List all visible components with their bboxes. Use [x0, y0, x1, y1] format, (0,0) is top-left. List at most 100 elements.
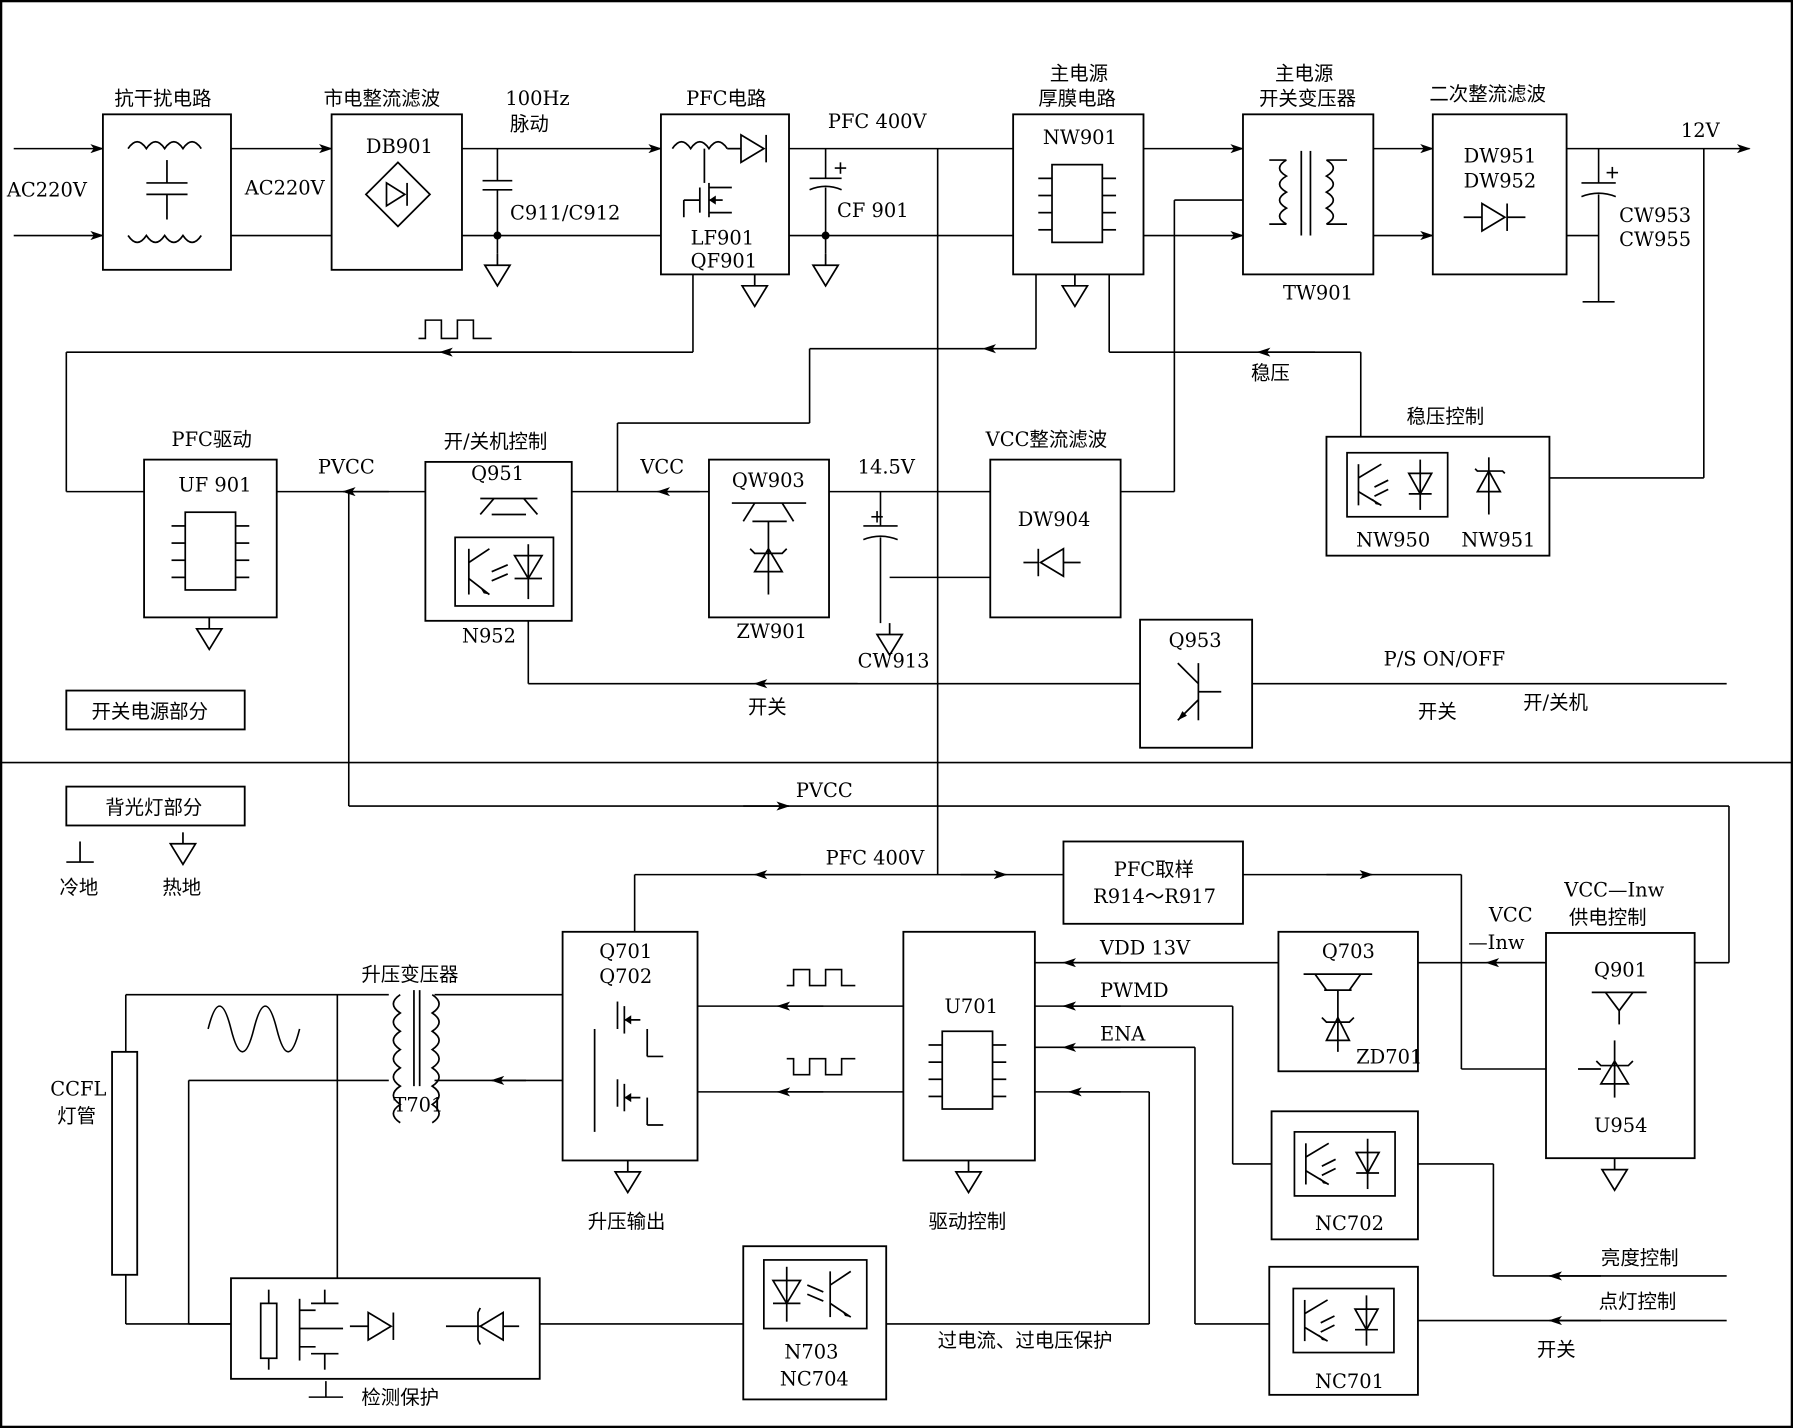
pfc-part-2: QF901: [691, 250, 757, 273]
svg-text:AC220V: AC220V: [6, 179, 88, 202]
onoff-part-1: Q951: [471, 462, 524, 485]
vcc-inw-title-2: 供电控制: [1569, 906, 1647, 929]
pfc-sample-block: PFC取样 R914～R917: [1062, 840, 1244, 925]
secondary-cap-2: CW955: [1619, 228, 1691, 251]
backlight-switch-label: 开关: [1537, 1338, 1576, 1361]
vcc-filter-block: VCC整流滤波 DW904: [985, 428, 1122, 619]
n703-block: N703 NC704: [742, 1245, 888, 1401]
q953-part: Q953: [1169, 629, 1222, 652]
switch-label-2: 开关: [748, 695, 787, 718]
svg-text:开关电源部分: 开关电源部分: [91, 700, 208, 723]
regulate-part-1: NW950: [1356, 529, 1430, 552]
boost-title: 升压变压器: [361, 963, 458, 986]
protection-label: 过电流、过电压保护: [938, 1329, 1113, 1352]
vcc-filter-part: DW904: [1018, 508, 1091, 531]
vcc-inw-block: Q901 U954: [1545, 932, 1696, 1160]
boost-part: T701: [393, 1093, 443, 1116]
zd701-part: ZD701: [1356, 1045, 1422, 1068]
pfc-title: PFC电路: [686, 87, 766, 110]
v145-label: 14.5V: [858, 455, 916, 478]
cw913-label: CW913: [858, 650, 930, 673]
q703-part: Q703: [1322, 940, 1375, 963]
pfc-sample-title: PFC取样: [1114, 858, 1194, 881]
backlight-wires: [124, 801, 1730, 1398]
nc701-part: NC701: [1315, 1370, 1384, 1393]
qw903-block: QW903 ZW901: [708, 458, 830, 643]
rectifier-part: DB901: [366, 135, 433, 158]
pulse-cap: C911/C912: [510, 202, 620, 225]
pfc-block: PFC电路 LF901 QF901: [660, 87, 790, 276]
pulse-label-1: 100Hz: [505, 87, 569, 110]
pulse-label-2: 脉动: [510, 112, 549, 135]
vcc-inw-title-1: VCC—Inw: [1563, 878, 1664, 901]
nc702-part: NC702: [1315, 1212, 1384, 1235]
ps-onoff-label: P/S ON/OFF: [1384, 647, 1505, 670]
boost-transformer: 升压变压器 T701: [361, 963, 458, 1124]
secondary-part-2: DW952: [1464, 170, 1537, 193]
main-thick-part: NW901: [1043, 126, 1117, 149]
detection-protection-block: 检测保护: [230, 1277, 541, 1409]
pvcc-label: PVCC: [318, 455, 375, 478]
main-thick-film-block: 主电源 厚膜电路 NW901: [1012, 62, 1145, 276]
u701-part: U701: [945, 995, 998, 1018]
cold-ground-label: 冷地: [59, 876, 98, 899]
ignition-label: 点灯控制: [1599, 1290, 1677, 1313]
pfc400-label: PFC 400V: [828, 110, 928, 133]
vcc-filter-title: VCC整流滤波: [985, 428, 1107, 451]
main-xfmr-part: TW901: [1283, 282, 1353, 305]
legend: 冷地 热地: [59, 831, 201, 899]
ccfl-label-1: CCFL: [50, 1077, 106, 1100]
ccfl-label-2: 灯管: [57, 1105, 96, 1128]
rectifier-block: 市电整流滤波 DB901: [324, 87, 463, 271]
main-thick-title-2: 厚膜电路: [1038, 87, 1116, 110]
onoff-signal-label: 开/关机: [1523, 691, 1588, 714]
pfc-drive-title: PFC驱动: [172, 428, 252, 451]
pfc-drive-block: PFC驱动 UF 901: [143, 428, 278, 619]
u701-title: 驱动控制: [929, 1210, 1007, 1233]
main-transformer-block: 主电源 开关变压器 TW901: [1242, 62, 1375, 305]
nc702-block: NC702: [1270, 1110, 1419, 1241]
onoff-part-2: N952: [462, 625, 516, 648]
pfc-part-1: LF901: [691, 227, 754, 250]
main-thick-title-1: 主电源: [1050, 62, 1108, 85]
ena-label: ENA: [1100, 1022, 1146, 1045]
q953-block: Q953: [1139, 618, 1254, 749]
q703-block: Q703 ZD701: [1277, 930, 1422, 1073]
secondary-rectifier-block: 二次整流滤波 DW951 DW952: [1429, 83, 1568, 276]
pwmd-label: PWMD: [1100, 979, 1169, 1002]
nc704-part: NC704: [780, 1368, 849, 1391]
onoff-control-block: 开/关机控制 Q951 N952: [424, 430, 573, 648]
ac-input-label: AC220V: [6, 179, 88, 202]
hot-ground-label: 热地: [162, 876, 201, 899]
output-12v-label: 12V: [1681, 119, 1721, 142]
feedback-label: 稳压: [1251, 362, 1290, 385]
regulate-part-2: NW951: [1461, 529, 1535, 552]
zw901-part: ZW901: [736, 620, 807, 643]
backlight-pvcc-label: PVCC: [796, 779, 853, 802]
q701-block: Q701 Q702 升压输出: [561, 930, 699, 1233]
pfc-drive-part: UF 901: [178, 474, 251, 497]
pfc400-cap: CF 901: [837, 199, 909, 222]
u954-part: U954: [1594, 1114, 1647, 1137]
nc701-block: NC701: [1268, 1265, 1419, 1396]
q901-part: Q901: [1594, 958, 1647, 981]
rectifier-title: 市电整流滤波: [324, 87, 441, 110]
vcc-inw-label-1: VCC: [1488, 904, 1533, 927]
emi-filter-block: 抗干扰电路: [101, 87, 232, 271]
n703-part: N703: [784, 1340, 838, 1363]
main-xfmr-title-1: 主电源: [1275, 62, 1333, 85]
secondary-title: 二次整流滤波: [1429, 83, 1546, 106]
pfc-sample-parts: R914～R917: [1093, 885, 1216, 908]
regulate-title: 稳压控制: [1406, 405, 1484, 428]
secondary-cap-1: CW953: [1619, 204, 1691, 227]
q701-title: 升压输出: [588, 1210, 666, 1233]
ccfl-lamp: CCFL 灯管: [50, 1050, 139, 1276]
vdd-label: VDD 13V: [1099, 937, 1191, 960]
onoff-title: 开/关机控制: [444, 430, 548, 453]
backlight-pfc400-label: PFC 400V: [826, 846, 926, 869]
switch-label-1: 开关: [1418, 700, 1457, 723]
brightness-label: 亮度控制: [1601, 1247, 1679, 1270]
qw903-part: QW903: [732, 469, 805, 492]
vcc-inw-label-2: —Inw: [1468, 931, 1525, 954]
